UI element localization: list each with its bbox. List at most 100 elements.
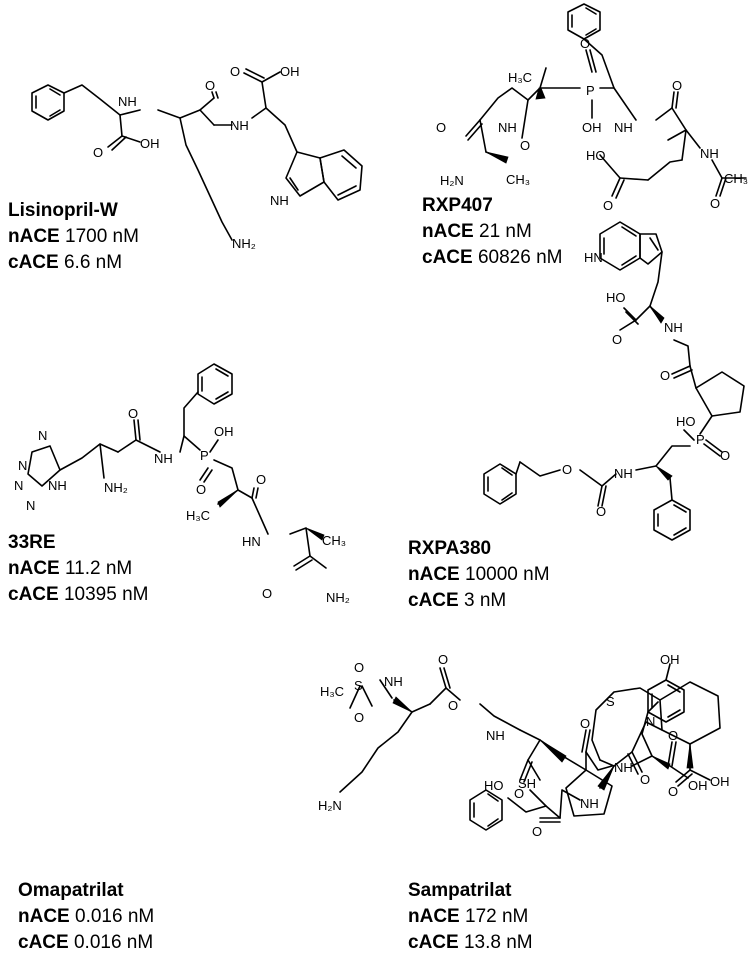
- atom-o: O: [448, 698, 458, 713]
- atom-o: O: [205, 78, 215, 93]
- cace-value: 3 nM: [463, 590, 507, 611]
- nace-value: 0.016 nM: [75, 906, 155, 927]
- cace-value: 0.016 nM: [73, 932, 154, 953]
- cace-value: 13.8 nM: [463, 932, 533, 953]
- indole-benzene-ring: [599, 221, 641, 271]
- atom-nh: NH: [154, 451, 173, 466]
- atom-n: N: [26, 498, 35, 513]
- atom-n: N: [646, 714, 655, 729]
- atom-ch3: CH₃: [322, 533, 346, 548]
- structure-lisinopril-w: NH OH O O NH O OH NH NH₂: [31, 64, 363, 251]
- atom-o: O: [128, 406, 138, 421]
- cace-label: cACE: [408, 932, 459, 953]
- atom-o: O: [612, 332, 622, 347]
- compound-name: Omapatrilat: [18, 880, 124, 901]
- nace-value: 172 nM: [465, 906, 529, 927]
- compound-label-omapatrilat: Omapatrilat nACE 0.016 nM cACE 0.016 nM: [18, 878, 154, 956]
- atom-o: O: [562, 462, 572, 477]
- cace-label: cACE: [8, 252, 59, 273]
- atom-ho: HO: [676, 414, 696, 429]
- structure-rxp407: H₃C P O OH NH O NH HO O O CH₃ NH O O H₂N…: [436, 3, 748, 213]
- compound-label-sampatrilat: Sampatrilat nACE 172 nM cACE 13.8 nM: [408, 878, 533, 956]
- cace-label: cACE: [408, 590, 459, 611]
- atom-o: O: [580, 36, 590, 51]
- atom-nh: NH: [614, 466, 633, 481]
- atom-ch3: CH₃: [506, 172, 530, 187]
- atom-nh: NH: [498, 120, 517, 135]
- phenol-ring: [647, 679, 685, 723]
- phenyl-ring: [197, 363, 233, 405]
- structure-33re: N N N N NH NH₂ O NH OH P O H₃C O HN CH₃ …: [14, 363, 350, 605]
- atom-ho: HO: [606, 290, 626, 305]
- cyclopentane-ring: [565, 769, 613, 817]
- compound-label-33re: 33RE nACE 11.2 nM cACE 10395 nM: [8, 530, 148, 608]
- atom-ch3: CH₃: [724, 171, 748, 186]
- compound-label-rxp407: RXP407 nACE 21 nM cACE 60826 nM: [422, 193, 562, 271]
- atom-n: N: [38, 428, 47, 443]
- atom-o: O: [230, 64, 240, 79]
- nace-label: nACE: [8, 226, 60, 247]
- atom-o: O: [640, 772, 650, 787]
- nace-label: nACE: [422, 221, 474, 242]
- structure-sampatrilat: OH O OH NH O O HO NH O O NH S O O H₃C H₂…: [318, 652, 708, 817]
- atom-nh: NH: [384, 674, 403, 689]
- phenyl-ring: [469, 789, 503, 831]
- atom-o: O: [603, 198, 613, 213]
- atom-o: O: [660, 368, 670, 383]
- cace-value: 60826 nM: [477, 247, 563, 268]
- atom-nh: NH: [48, 478, 67, 493]
- atom-oh: OH: [660, 652, 680, 667]
- nace-label: nACE: [18, 906, 70, 927]
- compound-name: 33RE: [8, 532, 56, 553]
- atom-p: P: [696, 432, 705, 447]
- atom-h3c: H₃C: [320, 684, 344, 699]
- atom-o: O: [532, 824, 542, 839]
- compound-label-lisinopril-w: Lisinopril-W nACE 1700 nM cACE 6.6 nM: [8, 198, 139, 276]
- indole-pyrrole-ring: [639, 233, 663, 265]
- atom-hn: HN: [242, 534, 261, 549]
- atom-o: O: [256, 472, 266, 487]
- nace-value: 21 nM: [479, 221, 532, 242]
- atom-o: O: [668, 784, 678, 799]
- cace-label: cACE: [422, 247, 473, 268]
- atom-nh: NH: [270, 193, 289, 208]
- atom-o: O: [580, 716, 590, 731]
- atom-nh2: NH₂: [232, 236, 256, 251]
- phenyl-ring: [653, 499, 691, 541]
- cace-label: cACE: [8, 584, 59, 605]
- nace-value: 11.2 nM: [65, 558, 133, 579]
- atom-o: O: [436, 120, 446, 135]
- atom-oh: OH: [688, 778, 708, 793]
- atom-nh2: NH₂: [104, 480, 128, 495]
- atom-o: O: [710, 196, 720, 211]
- atom-h2n: H₂N: [440, 173, 464, 188]
- atom-p: P: [200, 448, 209, 463]
- indole-pyrrole-ring: [285, 151, 325, 197]
- atom-p: P: [586, 83, 595, 98]
- compound-name: RXPA380: [408, 538, 492, 559]
- nace-label: nACE: [408, 564, 460, 585]
- atom-ho: HO: [484, 778, 504, 793]
- cace-value: 6.6 nM: [63, 252, 123, 273]
- atom-nh: NH: [614, 760, 633, 775]
- atom-o: O: [262, 586, 272, 601]
- atom-oh: OH: [582, 120, 602, 135]
- atom-s: S: [606, 694, 615, 709]
- tetrazole-ring: [27, 445, 61, 487]
- atom-sh: SH: [518, 776, 536, 791]
- structure-rxpa380: HN HO O NH O HO P O NH O O: [483, 221, 745, 541]
- indole-benzene-ring: [319, 149, 363, 201]
- atom-s: S: [354, 678, 363, 693]
- atom-o: O: [520, 138, 530, 153]
- atom-nh: NH: [580, 796, 599, 811]
- nace-label: nACE: [8, 558, 60, 579]
- atom-o: O: [196, 482, 206, 497]
- compound-name: Sampatrilat: [408, 880, 512, 901]
- atom-o: O: [438, 652, 448, 667]
- compound-name: Lisinopril-W: [8, 200, 118, 221]
- nace-value: 1700 nM: [65, 226, 139, 247]
- atom-n: N: [18, 458, 27, 473]
- atom-nh2: NH₂: [326, 590, 350, 605]
- atom-o: O: [514, 786, 524, 801]
